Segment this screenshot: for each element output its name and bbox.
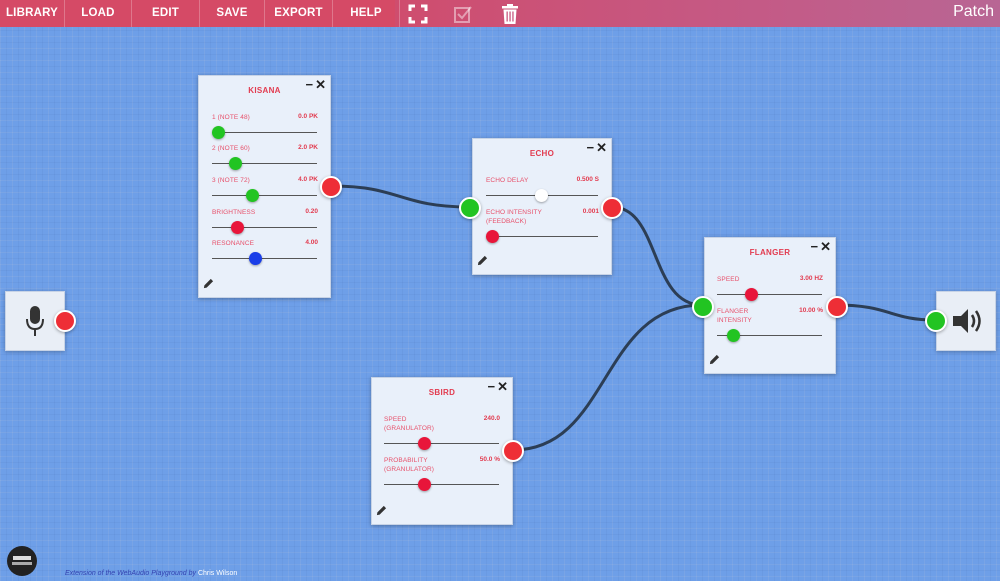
module-kisana[interactable]: KISANA − ✕ 1 (NOTE 48) 0.0 PK 2 (NOTE 60… [198,75,331,298]
slider-track[interactable] [384,443,499,444]
module-title: ECHO [529,149,555,158]
slider-thumb[interactable] [231,221,244,234]
minimize-icon[interactable]: − [586,140,595,155]
slider-track[interactable] [212,163,317,164]
module-flanger[interactable]: FLANGER − ✕ SPEED 3.00 HZ FLANGER INTENS… [704,237,836,374]
main-menu: LIBRARY LOAD EDIT SAVE EXPORT HELP [0,0,400,27]
cable-sbird-flanger [512,303,703,452]
menu-help[interactable]: HELP [333,0,400,27]
param-label: ECHO INTENSITY (FEEDBACK) [486,209,542,225]
echo-output-port[interactable] [601,197,623,219]
param-label: PROBABILITY (GRANULATOR) [384,457,435,473]
minimize-icon[interactable]: − [810,239,819,254]
menu-save[interactable]: SAVE [200,0,265,27]
param-label: 3 (NOTE 72) [212,177,250,184]
flanger-input-port[interactable] [692,296,714,318]
slider-thumb[interactable] [418,478,431,491]
checkbox-icon[interactable] [452,3,474,25]
param-label: 2 (NOTE 60) [212,145,250,152]
param-label: RESONANCE [212,240,255,247]
param-label: SPEED (GRANULATOR) [384,416,435,432]
param-label: 1 (NOTE 48) [212,114,250,121]
slider-thumb[interactable] [486,230,499,243]
credit-author-link[interactable]: Chris Wilson [197,570,238,577]
kisana-output-port[interactable] [320,176,342,198]
cable-echo-flanger [611,205,703,307]
module-title: FLANGER [749,248,791,257]
slider-thumb[interactable] [212,126,225,139]
param-value: 0.500 S [576,176,599,183]
param-value: 0.20 [305,208,318,215]
slider-track[interactable] [212,195,317,196]
slider-track[interactable] [212,132,317,133]
param-value: 10.00 % [799,307,823,314]
slider-track[interactable] [486,236,598,237]
param-label: BRIGHTNESS [212,209,256,216]
flanger-output-port[interactable] [826,296,848,318]
slider-thumb[interactable] [229,157,242,170]
output-input-port[interactable] [925,310,947,332]
slider-thumb[interactable] [246,189,259,202]
slider-thumb[interactable] [535,189,548,202]
param-value: 240.0 [483,415,500,422]
echo-input-port[interactable] [459,197,481,219]
credit-text: Extension of the WebAudio Playground by … [65,570,237,577]
app-logo [7,546,37,576]
param-value: 2.0 PK [298,144,318,151]
close-icon[interactable]: ✕ [497,379,508,394]
param-value: 0.001 [582,208,599,215]
trash-icon[interactable] [499,3,521,25]
slider-track[interactable] [212,258,317,259]
input-output-port[interactable] [54,310,76,332]
slider-thumb[interactable] [418,437,431,450]
param-value: 3.00 HZ [799,275,823,282]
slider-track[interactable] [384,484,499,485]
pencil-icon[interactable] [477,253,488,271]
param-label: FLANGER INTENSITY [717,308,752,324]
pencil-icon[interactable] [203,276,214,294]
credit-prefix: Extension of the WebAudio Playground by [65,570,198,577]
param-value: 4.0 PK [298,176,318,183]
pencil-icon[interactable] [376,503,387,521]
minimize-icon[interactable]: − [305,77,314,92]
cable-flanger-output [835,303,936,322]
slider-track[interactable] [212,227,317,228]
close-icon[interactable]: ✕ [596,140,607,155]
sbird-output-port[interactable] [502,440,524,462]
param-value: 50.0 % [479,456,500,463]
module-sbird[interactable]: SBIRD − ✕ SPEED (GRANULATOR) 240.0 PROBA… [371,377,513,525]
slider-track[interactable] [717,335,822,336]
microphone-icon [26,306,44,336]
param-label: ECHO DELAY [486,177,529,184]
patch-title: Patch [953,3,994,20]
slider-thumb[interactable] [727,329,740,342]
module-title: KISANA [248,86,281,95]
menu-export[interactable]: EXPORT [265,0,333,27]
param-value: 4.00 [305,239,318,246]
menu-library[interactable]: LIBRARY [0,0,65,27]
slider-thumb[interactable] [249,252,262,265]
param-label: SPEED [717,276,740,283]
top-bar [0,0,1000,27]
module-echo[interactable]: ECHO − ✕ ECHO DELAY 0.500 S ECHO INTENSI… [472,138,612,275]
close-icon[interactable]: ✕ [820,239,831,254]
param-value: 0.0 PK [298,113,318,120]
slider-track[interactable] [717,294,822,295]
minimize-icon[interactable]: − [487,379,496,394]
close-icon[interactable]: ✕ [315,77,326,92]
slider-thumb[interactable] [745,288,758,301]
menu-edit[interactable]: EDIT [132,0,200,27]
top-bar-fade [395,0,1000,27]
module-title: SBIRD [428,388,456,397]
cable-kisana-echo [331,184,470,209]
pencil-icon[interactable] [709,352,720,370]
menu-load[interactable]: LOAD [65,0,132,27]
speaker-icon [953,309,981,333]
fullscreen-icon[interactable] [407,3,429,25]
